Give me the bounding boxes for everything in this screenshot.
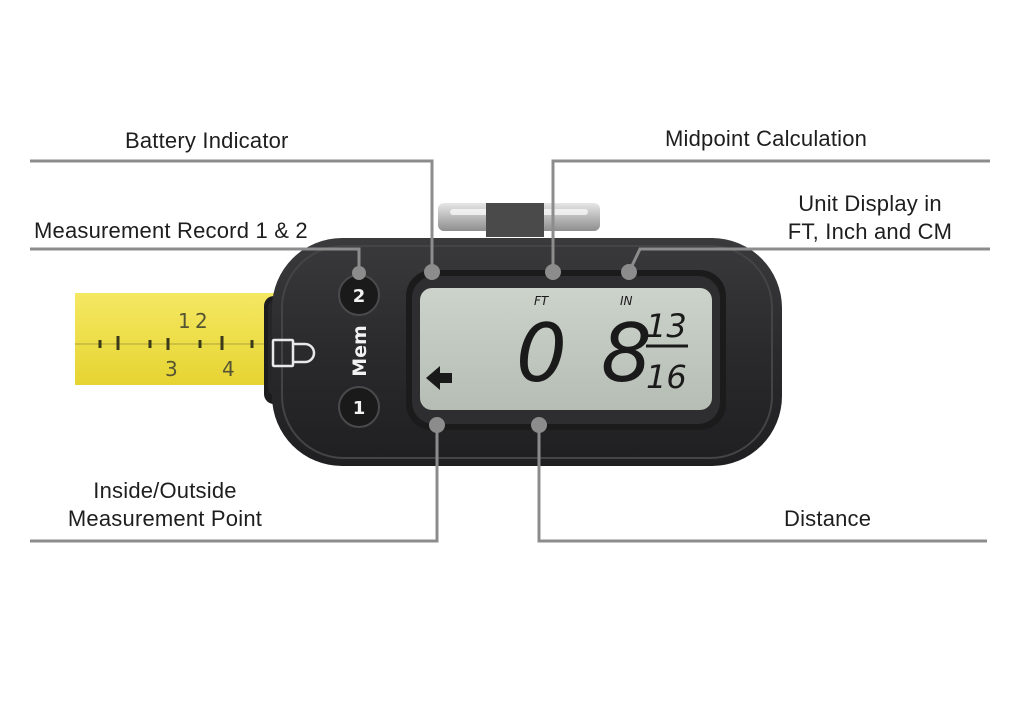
battery-leader-line — [30, 159, 434, 272]
record-callout-dot — [352, 266, 366, 280]
lock-icon — [271, 338, 316, 368]
mem-label: Mem — [349, 325, 371, 377]
tape-blade: 1 2 3 4 — [75, 293, 280, 385]
inside-outside-label: Inside/Outside Measurement Point — [40, 477, 290, 533]
unit-display-label-line1: Unit Display in — [798, 191, 942, 216]
battery-callout-dot — [424, 264, 440, 280]
battery-indicator-label: Battery Indicator — [125, 128, 289, 153]
belt-clip — [438, 203, 600, 237]
inside-outside-label-line1: Inside/Outside — [93, 478, 237, 503]
midpoint-calculation-label: Midpoint Calculation — [665, 126, 868, 151]
unit-display-leader-line — [627, 247, 990, 273]
midpoint-leader-line — [551, 159, 990, 272]
unit-display-label-line2: FT, Inch and CM — [787, 219, 953, 244]
lcd-fraction-denominator: 16 — [646, 358, 687, 396]
lcd-unit-ft: FT — [534, 294, 550, 308]
ruler-number: 4 — [222, 357, 235, 381]
unit-display-callout-dot — [621, 264, 637, 280]
inside-outside-label-line2: Measurement Point — [67, 506, 263, 531]
distance-leader-line — [537, 425, 987, 543]
inside-outside-leader-line — [30, 425, 439, 543]
lcd-unit-in: IN — [620, 294, 633, 308]
lcd-display: FT IN 0 8 13 16 — [420, 288, 712, 410]
distance-callout-dot — [531, 417, 547, 433]
lcd-feet-value: 0 — [516, 307, 567, 400]
callout-dots — [352, 264, 637, 433]
ruler-number: 2 — [195, 309, 208, 333]
ruler-number: 3 — [165, 357, 178, 381]
memory-button-1[interactable]: 1 — [338, 386, 380, 428]
record-leader-line — [30, 247, 361, 272]
measurement-record-label: Measurement Record 1 & 2 — [34, 218, 308, 243]
distance-label: Distance — [784, 506, 872, 531]
memory-button-2[interactable]: 2 — [338, 274, 380, 316]
memory-button-1-label: 1 — [353, 398, 366, 419]
lcd-fraction-numerator: 13 — [646, 307, 687, 345]
inside-outside-callout-dot — [429, 417, 445, 433]
midpoint-callout-dot — [545, 264, 561, 280]
memory-button-2-label: 2 — [353, 286, 366, 307]
left-arrow-icon — [426, 366, 452, 390]
ruler-number: 1 — [178, 309, 191, 333]
unit-display-label: Unit Display in FT, Inch and CM — [770, 190, 970, 246]
lcd-inch-value: 8 — [601, 307, 652, 400]
leader-lines — [30, 159, 990, 543]
